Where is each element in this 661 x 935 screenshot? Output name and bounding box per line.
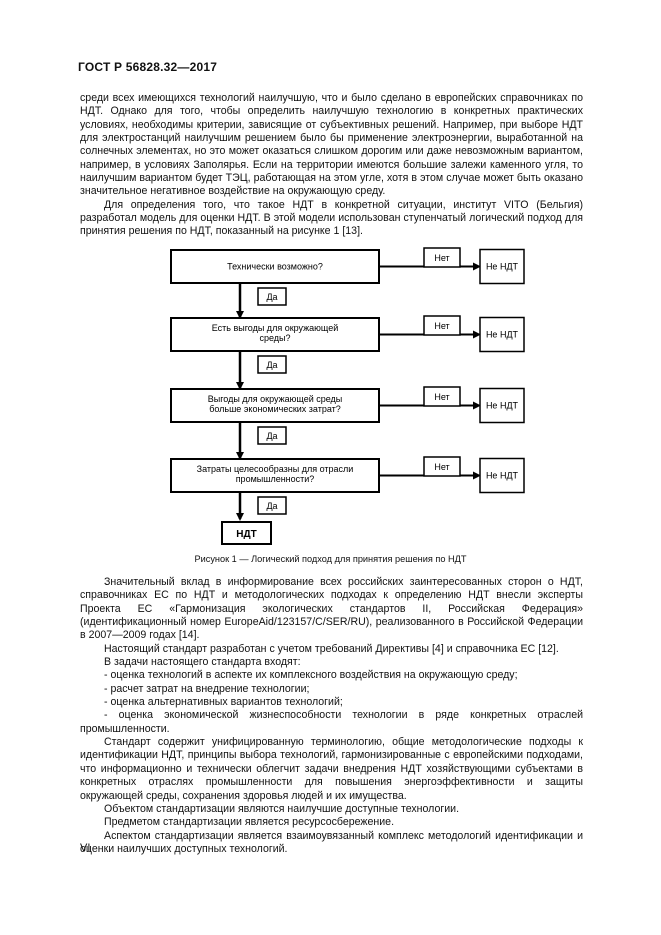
no-label: Нет bbox=[434, 392, 449, 402]
body-paragraph-directive: Настоящий стандарт разработан с учетом т… bbox=[104, 642, 559, 655]
question-box bbox=[170, 249, 380, 284]
intro-paragraph-2: Для определения того, что такое НДТ в ко… bbox=[80, 198, 583, 238]
body-paragraph-object: Объектом стандартизации являются наилучш… bbox=[104, 802, 460, 815]
question-text: Технически возможно? bbox=[227, 262, 323, 272]
question-text: промышленности? bbox=[236, 474, 315, 484]
no-label: Нет bbox=[434, 321, 449, 331]
no-label: Нет bbox=[434, 253, 449, 263]
question-box bbox=[170, 317, 380, 352]
no-label-box bbox=[423, 247, 461, 268]
figure-caption: Рисунок 1 — Логический подход для принят… bbox=[194, 554, 467, 564]
bat-result-box bbox=[221, 521, 272, 545]
yes-label: Да bbox=[266, 292, 277, 302]
intro-text: среди всех имеющихся технологий наилучшу… bbox=[80, 92, 583, 239]
not-bat-label: Не НДТ bbox=[486, 330, 519, 340]
body-paragraph-subject: Предметом стандартизации является ресурс… bbox=[104, 816, 395, 829]
not-bat-label: Не НДТ bbox=[486, 401, 519, 411]
page-header-standard-title: ГОСТ Р 56828.32—2017 bbox=[78, 60, 218, 74]
question-text: больше экономических затрат? bbox=[209, 404, 341, 414]
task-list-item: - оценка технологий в аспекте их комплек… bbox=[104, 669, 518, 682]
bat-result-label: НДТ bbox=[236, 529, 256, 540]
not-bat-box bbox=[479, 316, 525, 353]
yes-label-box bbox=[257, 355, 287, 374]
question-text: Затраты целесообразны для отрасли bbox=[197, 464, 354, 474]
not-bat-label: Не НДТ bbox=[486, 471, 519, 481]
question-box bbox=[170, 458, 380, 493]
question-box bbox=[170, 388, 380, 423]
yes-label: Да bbox=[266, 431, 277, 441]
question-text: Выгоды для окружающей среды bbox=[208, 394, 343, 404]
body-paragraph-aspect: Аспектом стандартизации является взаимоу… bbox=[80, 829, 583, 855]
yes-label: Да bbox=[266, 360, 277, 370]
not-bat-label: Не НДТ bbox=[486, 262, 519, 272]
no-label: Нет bbox=[434, 462, 449, 472]
no-label-box bbox=[423, 386, 461, 407]
no-label-box bbox=[423, 456, 461, 477]
body-paragraph-content: Стандарт содержит унифицированную термин… bbox=[80, 736, 583, 802]
task-list-item: - оценка альтернативных вариантов технол… bbox=[104, 696, 343, 709]
page-number: VI bbox=[80, 842, 91, 854]
yes-label-box bbox=[257, 287, 287, 306]
body-paragraph-tasks-intro: В задачи настоящего стандарта входят: bbox=[104, 656, 301, 669]
yes-label: Да bbox=[266, 501, 277, 511]
body-text: Значительный вклад в информирование всех… bbox=[80, 576, 583, 856]
task-list-item: - расчет затрат на внедрение технологии; bbox=[104, 682, 310, 695]
question-text: среды? bbox=[259, 333, 290, 343]
task-list-item: - оценка экономической жизнеспособности … bbox=[80, 709, 583, 735]
not-bat-box bbox=[479, 387, 525, 424]
yes-label-box bbox=[257, 496, 287, 515]
body-paragraph-contribution: Значительный вклад в информирование всех… bbox=[80, 576, 583, 642]
yes-label-box bbox=[257, 426, 287, 445]
intro-paragraph-1: среди всех имеющихся технологий наилучшу… bbox=[80, 92, 583, 198]
not-bat-box bbox=[479, 248, 525, 285]
no-label-box bbox=[423, 315, 461, 336]
question-text: Есть выгоды для окружающей bbox=[212, 323, 339, 333]
not-bat-box bbox=[479, 457, 525, 494]
